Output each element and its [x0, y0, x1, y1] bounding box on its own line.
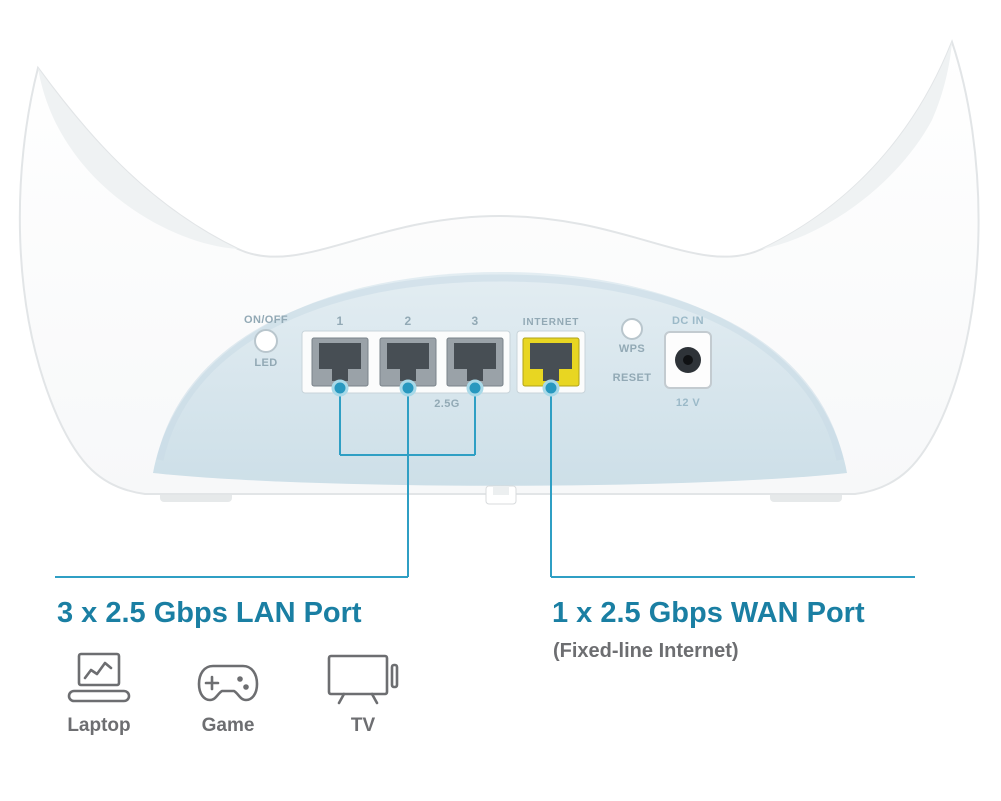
device-game: Game [173, 645, 283, 737]
reset-label: RESET [613, 372, 652, 384]
wan-callout-subtitle: (Fixed-line Internet) [553, 640, 739, 662]
dc-in-group: DC IN 12 V [664, 315, 712, 409]
power-label-bottom: LED [254, 357, 277, 369]
dc-voltage-label: 12 V [676, 397, 700, 409]
power-button: ON/OFF LED [244, 314, 288, 369]
lan2-dot [399, 379, 417, 397]
power-button-circle [254, 329, 278, 353]
wan-port [522, 337, 580, 387]
lan1-dot [331, 379, 349, 397]
laptop-icon [44, 645, 154, 707]
dc-jack-pin [683, 355, 693, 365]
lan-speed-label: 2.5G [434, 398, 459, 410]
wps-button-circle [621, 318, 643, 340]
device-game-label: Game [201, 715, 255, 736]
device-laptop: Laptop [44, 645, 154, 737]
wan-label: INTERNET [523, 317, 579, 328]
bottom-clip [485, 485, 517, 505]
wan-callout-title: 1 x 2.5 Gbps WAN Port [552, 597, 865, 629]
power-label-top: ON/OFF [244, 314, 288, 326]
wps-label: WPS [619, 343, 645, 355]
lan-callout-title: 3 x 2.5 Gbps LAN Port [57, 597, 362, 629]
wan-port-group: INTERNET [516, 317, 586, 394]
gamepad-icon [173, 645, 283, 707]
lan-port-2 [379, 337, 437, 387]
right-horn-shade [762, 42, 952, 249]
dc-in-label: DC IN [672, 315, 704, 327]
lan-port-group: 1 2 3 2.5G [301, 314, 511, 410]
device-laptop-label: Laptop [67, 715, 131, 736]
lan3-dot [466, 379, 484, 397]
wan-dot [542, 379, 560, 397]
rear-panel-inner-shadow [156, 274, 844, 461]
lan-port-1-label: 1 [336, 314, 343, 328]
device-tv-label: TV [350, 715, 376, 736]
lan-port-3 [446, 337, 504, 387]
tv-icon [308, 645, 418, 707]
device-tv: TV [308, 645, 418, 737]
port-callout-dots [331, 379, 560, 397]
wps-reset-group: WPS RESET [613, 318, 652, 384]
lan-port-3-label: 3 [471, 314, 478, 328]
lan-port-1 [311, 337, 369, 387]
lan-port-2-label: 2 [404, 314, 411, 328]
callout-lines [55, 390, 915, 578]
